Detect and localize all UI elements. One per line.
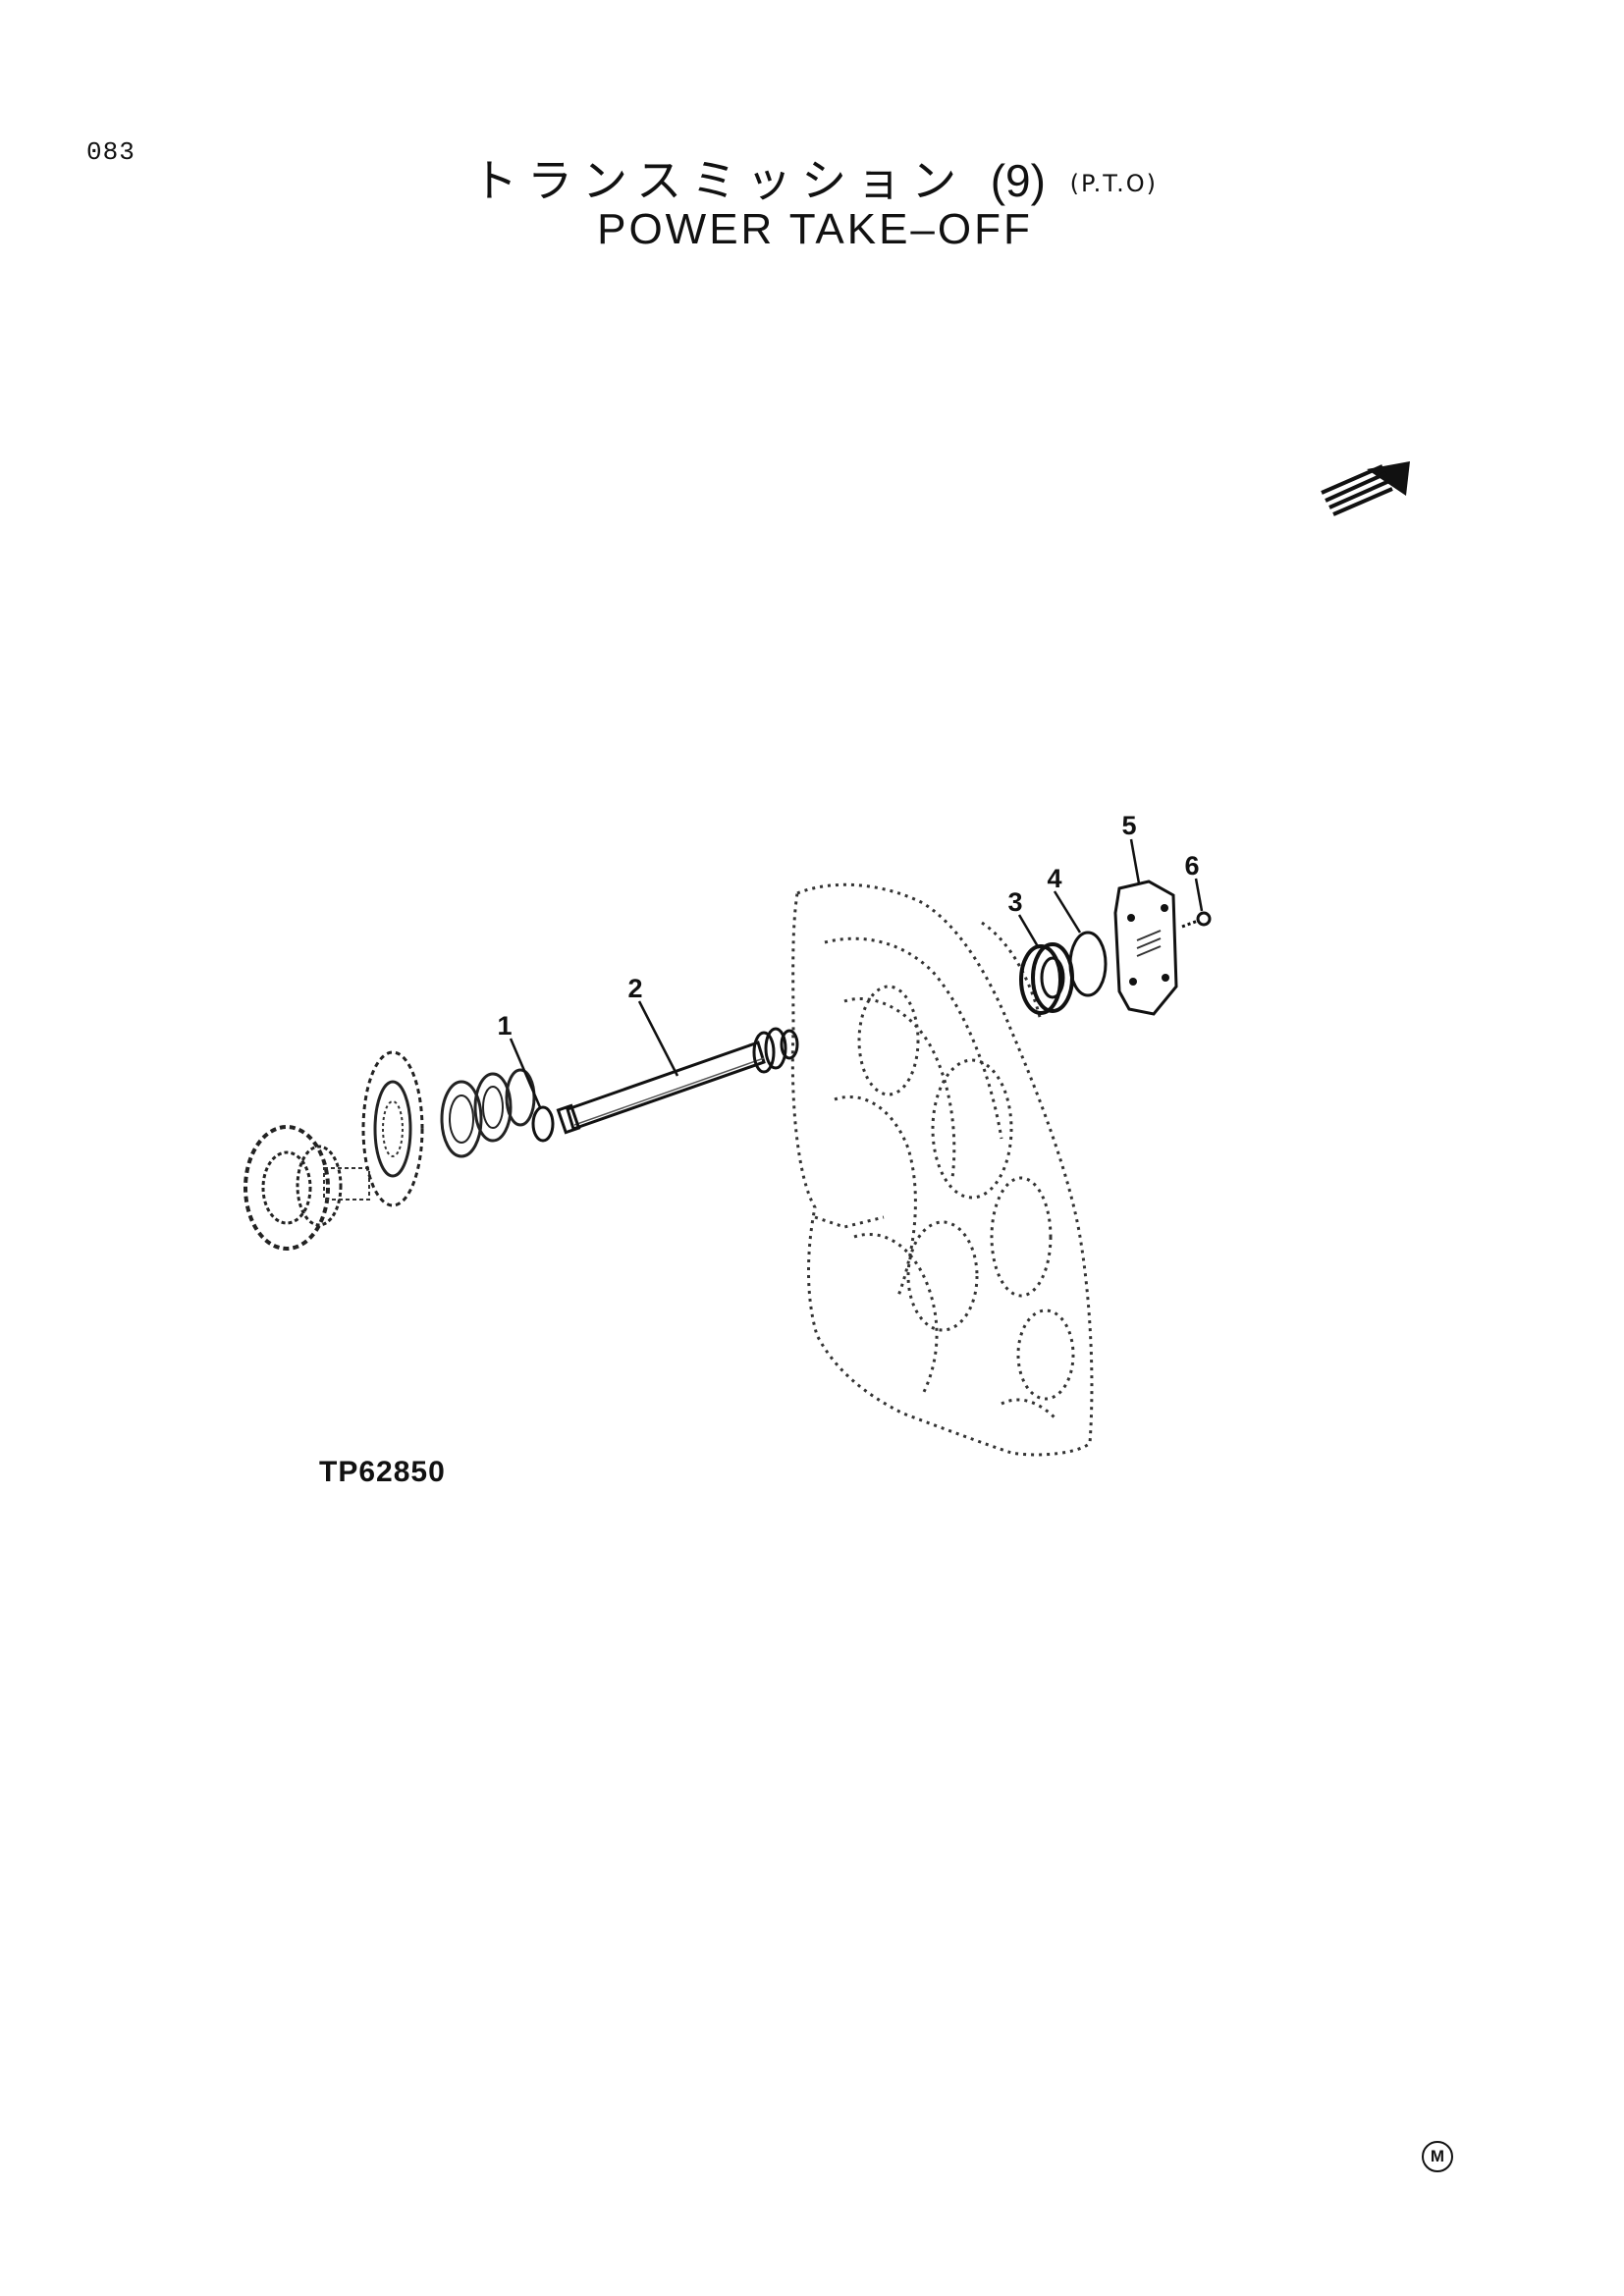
callout-1: 1: [497, 1011, 512, 1041]
callout-4: 4: [1047, 864, 1061, 893]
title-block: トランスミッション (9) (P.T.O) POWER TAKE–OFF: [373, 157, 1257, 254]
title-japanese: トランスミッション (9) (P.T.O): [373, 157, 1257, 204]
part-4-snap-ring: [1068, 931, 1108, 997]
front-direction-arrow-icon: [1321, 461, 1410, 516]
callout-5: 5: [1121, 811, 1136, 840]
part-2-shaft: [556, 1027, 799, 1135]
callout-6: 6: [1184, 851, 1199, 881]
part-6-bolt: [1181, 911, 1212, 929]
title-japanese-text: トランスミッション: [472, 154, 967, 207]
callout-3: 3: [1007, 887, 1022, 917]
part-3-bearing: [1019, 942, 1074, 1015]
title-japanese-sub: (P.T.O): [1069, 169, 1158, 197]
callout-2: 2: [627, 974, 642, 1003]
title-english: POWER TAKE–OFF: [597, 205, 1033, 254]
drive-gear-assembly: [244, 1050, 536, 1251]
title-japanese-number: (9): [990, 155, 1046, 206]
figure-code: TP62850: [319, 1456, 446, 1488]
part-5-cover: [1113, 880, 1178, 1016]
callout-leaders: [509, 838, 1204, 1108]
maker-mark-icon: M: [1422, 2141, 1453, 2172]
page-number: 083: [86, 137, 135, 167]
transmission-case: [790, 882, 1094, 1457]
part-1-o-ring: [531, 1105, 555, 1143]
